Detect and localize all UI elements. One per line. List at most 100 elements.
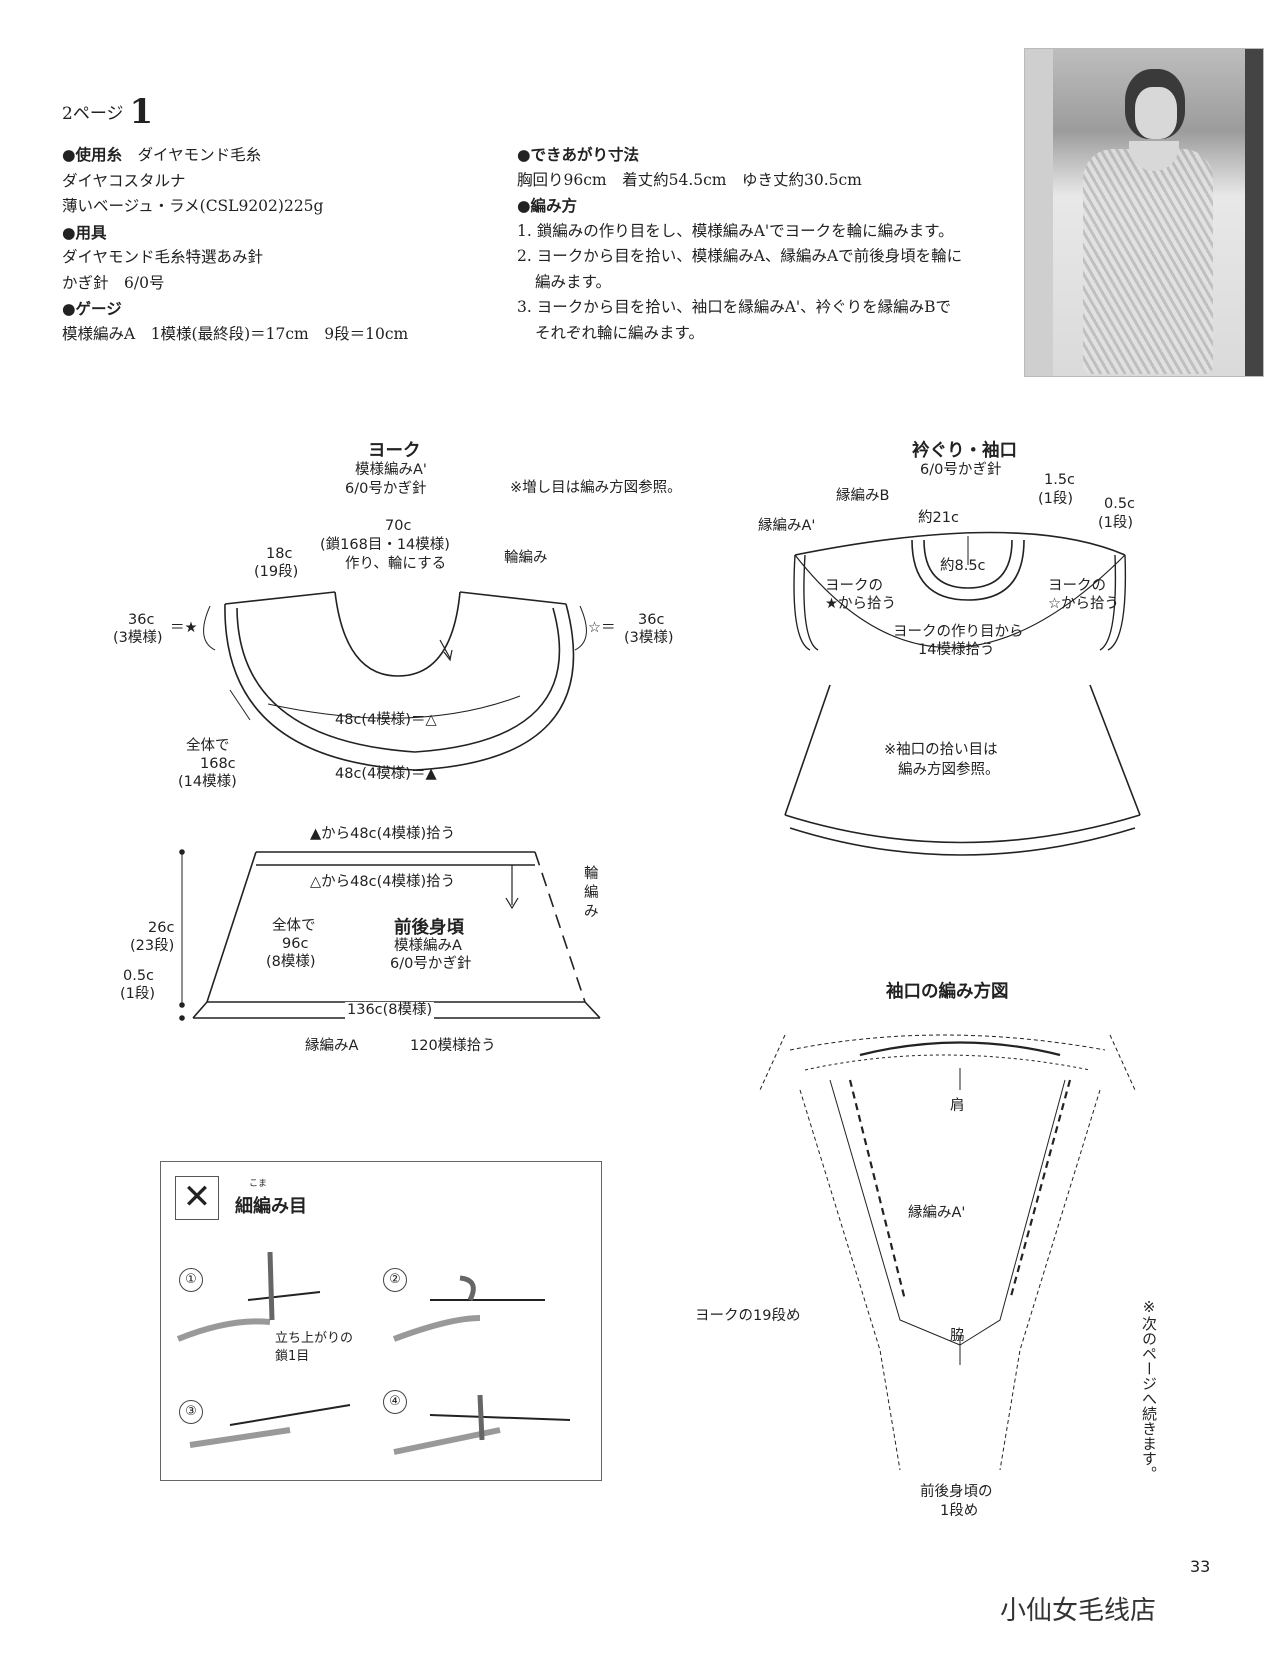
neck-sleeve-diagram [784,531,1141,856]
yoke-sub1: 模様編みA' [355,462,427,478]
step-3a: 3. ヨークから目を拾い、袖口を縁編みA'、衿ぐりを縁編みBで [517,298,952,316]
body-pick2: △から48c(4模様)拾う [310,874,456,890]
step-3b: それぞれ輪に編みます。 [535,323,704,342]
sleeve-chart-body1: 前後身頃の [920,1484,993,1500]
body-tot1: 全体で [272,918,316,934]
yoke-r36b: (3模様) [624,630,674,646]
tools-1: ダイヤモンド毛糸特選あみ針 [62,248,264,266]
neck-d05a: 0.5c [1104,496,1136,512]
tools-2: かぎ針 6/0号 [62,273,165,292]
size-label: ●できあがり寸法 [517,145,640,164]
neck-d15a: 1.5c [1044,472,1076,488]
body-pickup: 120模様拾う [410,1038,496,1054]
sleeve-chart-body2: 1段め [940,1503,979,1519]
yarn-maker: ダイヤモンド毛糸 [137,146,262,164]
sleeve-chart-lines [759,1034,1136,1471]
body-title: 前後身頃 [394,918,464,938]
legend-title: 細編み目 [235,1196,307,1217]
neck-mid2: 14模様拾う [918,642,995,658]
neck-mid1: ヨークの作り目から [893,624,1024,640]
sleeve-chart-shoulder: 肩 [950,1098,965,1114]
legend-note2: 鎖1目 [275,1349,310,1364]
neck-rpick1: ヨークの [1048,578,1106,594]
neck-d05b: (1段) [1098,515,1134,531]
yoke-l36a: 36c [128,612,155,628]
yarn-label: ●使用糸 [62,145,123,164]
yarn-name: ダイヤコスタルナ [62,171,186,190]
body-sub2: 6/0号かぎ針 [390,956,472,972]
specs-left: ●使用糸 ダイヤモンド毛糸 ダイヤコスタルナ 薄いベージュ・ラメ(CSL9202… [62,142,502,347]
yoke-tot1: 全体で [186,738,230,754]
step-2b: 編みます。 [535,272,611,291]
body-bottom: 136c(8模様) [345,1002,435,1019]
yoke-tot3: (14模様) [178,774,237,790]
neck-lpick1: ヨークの [825,578,883,594]
gauge-text: 模様編みA 1模様(最終段)＝17cm 9段＝10cm [62,324,409,343]
single-crochet-symbol-icon: ✕ [175,1176,219,1220]
body-sub1: 模様編みA [394,938,462,954]
neck-w21: 約21c [918,510,959,526]
size-text: 胸回り96cm 着丈約54.5cm ゆき丈約30.5cm [517,170,862,189]
step-2a: 2. ヨークから目を拾い、模様編みA、縁編みAで前後身頃を輪に [517,247,963,265]
yoke-ring: 輪編み [504,550,548,566]
sleeve-chart-edge: 縁編みA' [908,1205,966,1221]
yoke-note: ※増し目は編み方図参照。 [510,480,682,496]
neck-lpick2: ★から拾う [825,596,896,612]
neck-d15b: (1段) [1038,491,1074,507]
neck-note1: ※袖口の拾い目は [884,742,998,758]
neck-edgeB: 縁編みB [836,488,890,504]
model-face [1135,87,1177,139]
yoke-r36a: 36c [638,612,665,628]
legend-step-4: ④ [383,1390,407,1414]
sleeve-chart-row19: ヨークの19段め [695,1308,801,1324]
yoke-d18a: 18c [266,546,293,562]
legend-note1: 立ち上がりの [275,1331,354,1346]
body-h26b: (23段) [130,938,175,954]
body-ring1: 輪 [584,866,599,882]
legend-ruby: こま [249,1179,268,1189]
body-h05b: (1段) [120,986,156,1002]
page-ref: 2ページ [62,104,124,124]
legend-step-1: ① [179,1268,203,1292]
yoke-d18b: (19段) [254,564,299,580]
body-h26a: 26c [148,920,175,936]
gauge-label: ●ゲージ [62,299,122,318]
legend-box: ✕ こま 細編み目 ① ② ③ ④ 立ち上がりの 鎖1目 [160,1161,602,1481]
yarn-color: 薄いベージュ・ラメ(CSL9202)225g [62,197,324,215]
sleeve-chart-title: 袖口の編み方図 [886,982,1009,1002]
neck-edgeA2: 縁編みA' [758,518,816,534]
body-pick1: ▲から48c(4模様)拾う [310,826,456,842]
watermark: 小仙女毛线店 [1000,1596,1157,1626]
yoke-tot2: 168c [200,756,236,772]
neck-rpick2: ☆から拾う [1048,596,1119,612]
neck-note2: 編み方図参照。 [898,762,1000,778]
yoke-diagram [203,591,587,771]
body-tot3: (8模様) [266,954,316,970]
lace-top-image [1083,149,1213,374]
yoke-title: ヨーク [368,441,421,461]
pattern-number: 1 [129,92,154,132]
tools-label: ●用具 [62,222,107,242]
body-ring2: 編 [584,885,599,901]
yoke-sub2: 6/0号かぎ針 [345,481,427,497]
step-1: 1. 鎖編みの作り目をし、模様編みA'でヨークを輪に編みます。 [517,221,954,240]
yoke-l36b: (3模様) [113,630,163,646]
specs-right: ●できあがり寸法 胸回り96cm 着丈約54.5cm ゆき丈約30.5cm ●編… [517,142,1017,346]
yoke-inner: 48c(4模様)＝△ [335,712,437,728]
body-tot2: 96c [282,936,309,952]
neck-title: 衿ぐり・袖口 [912,441,1017,461]
yoke-l36sym: ＝★ [170,620,198,636]
yoke-top3: 作り、輪にする [345,556,447,572]
neck-w85: 約8.5c [940,558,986,574]
body-ring3: み [584,904,599,920]
sleeve-chart-armpit: 脇 [950,1328,965,1344]
body-edge: 縁編みA [305,1038,359,1054]
yoke-top2: (鎖168目・14模様) [320,537,450,553]
legend-step-3: ③ [179,1400,203,1424]
legend-step-2: ② [383,1268,407,1292]
continued-note: ※次のページへ続きます。 [1140,1298,1158,1481]
body-h05a: 0.5c [123,968,155,984]
legend-illustrations [176,1251,571,1455]
method-label: ●編み方 [517,196,578,215]
